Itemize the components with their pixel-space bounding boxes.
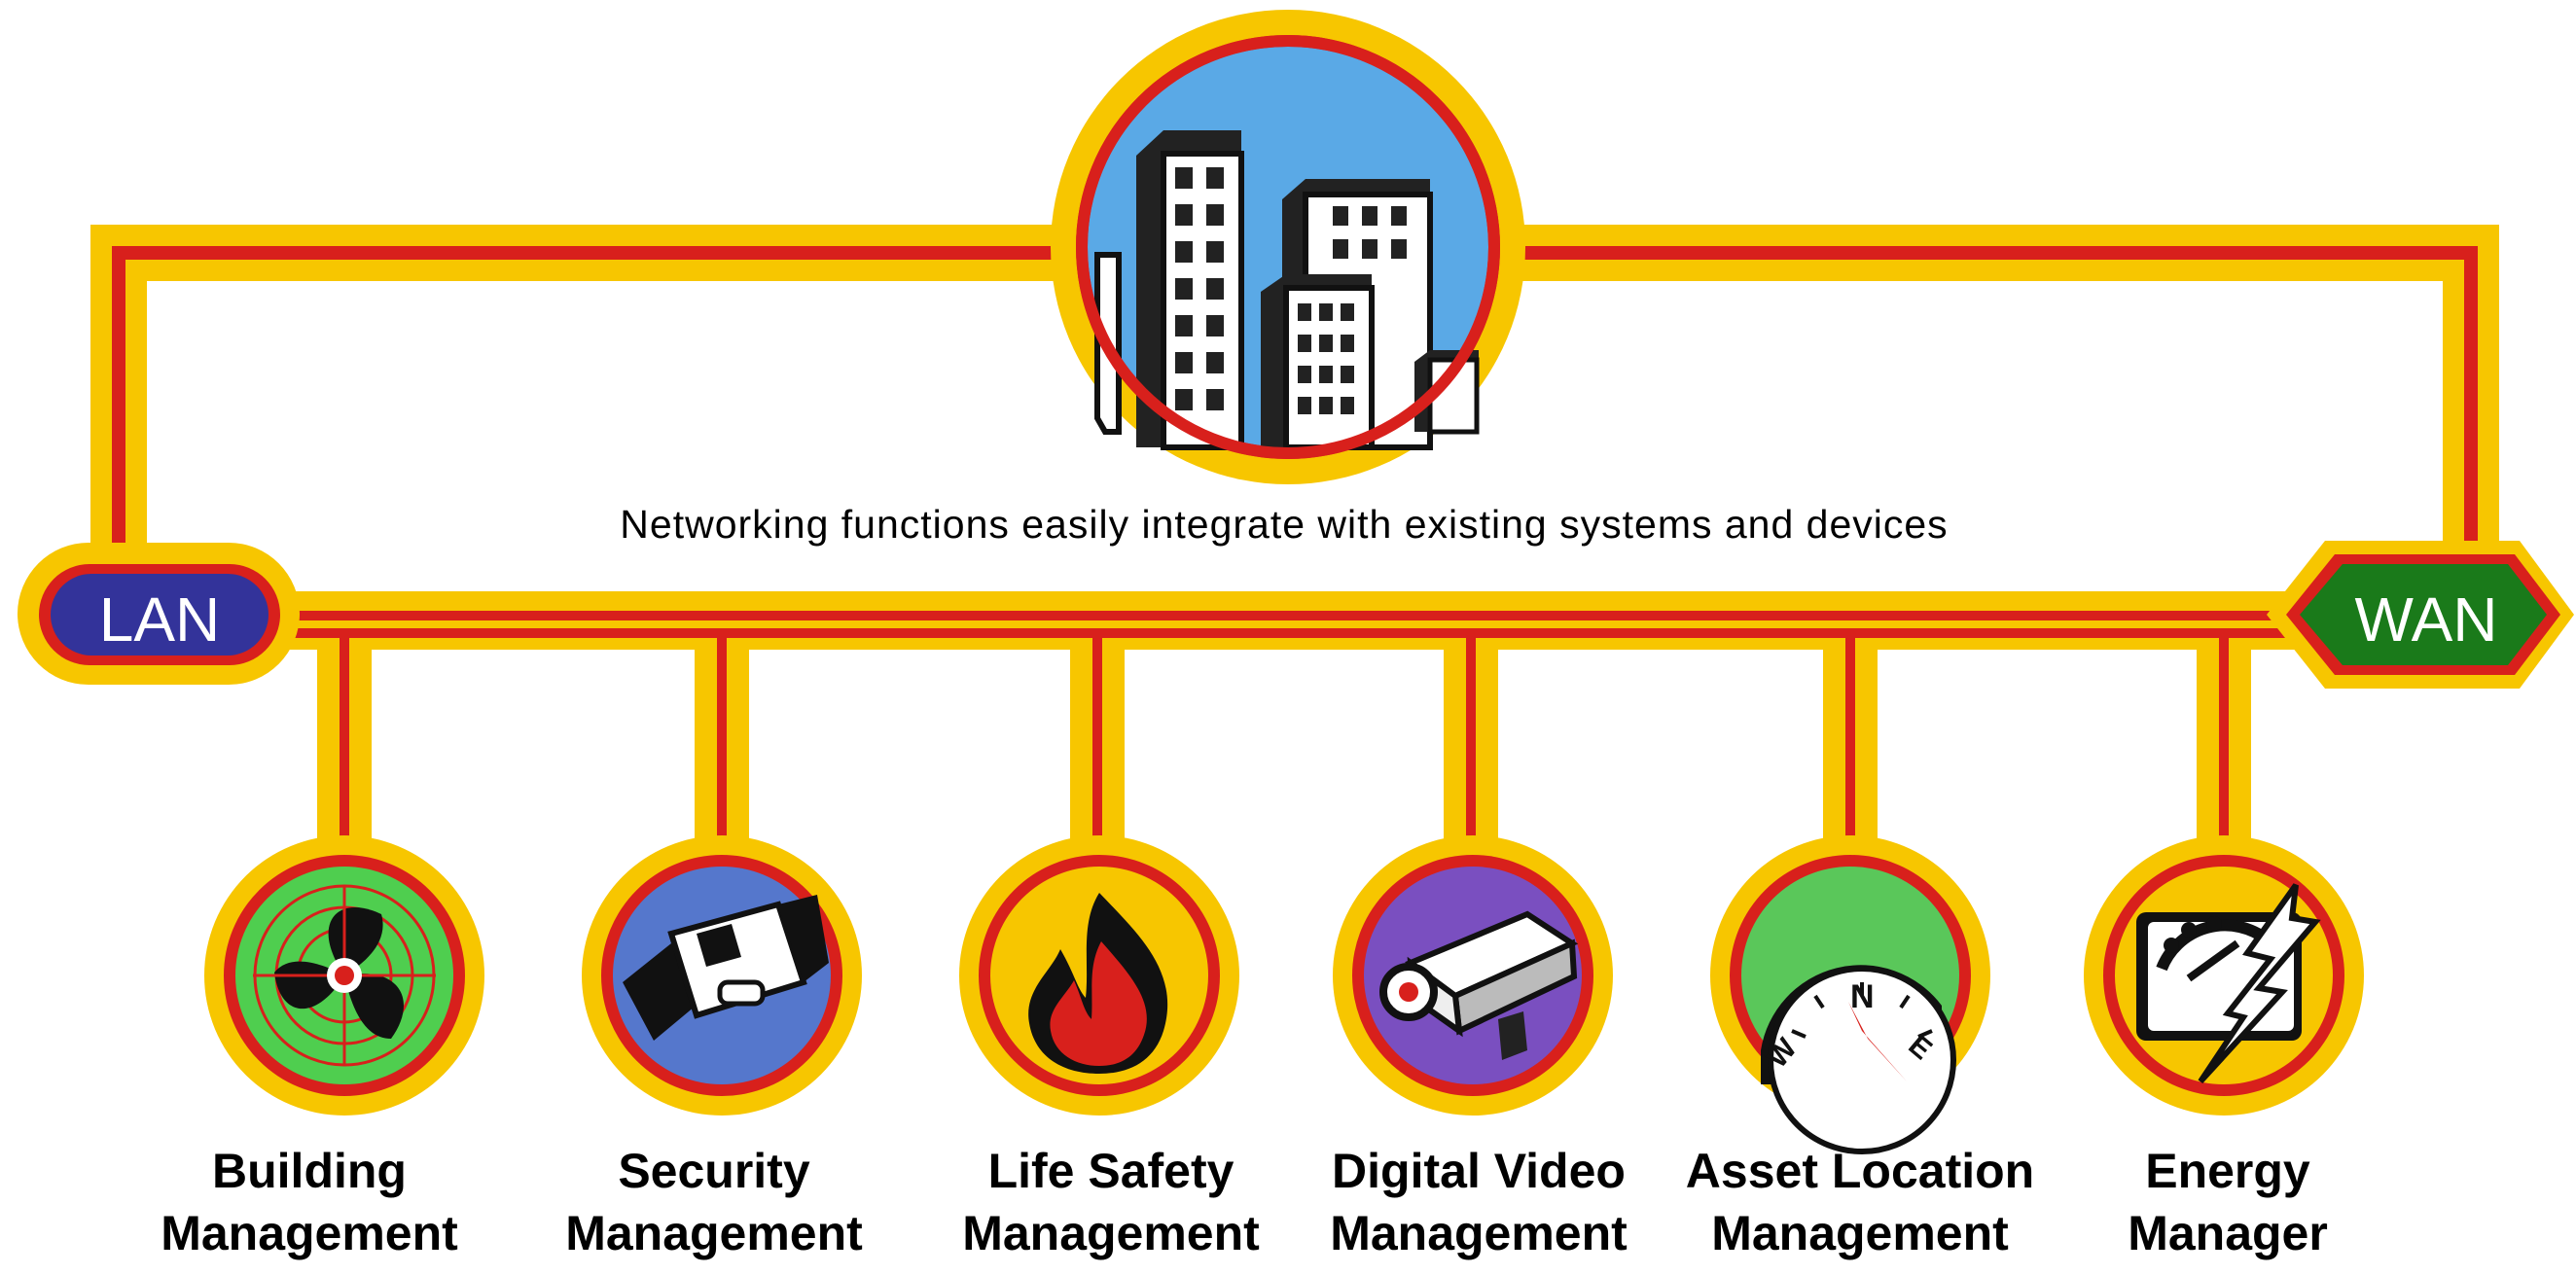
- label-line-1: Asset Location: [1685, 1144, 2035, 1198]
- wan-label: WAN: [2354, 584, 2498, 655]
- label-digital-video-management: Digital Video Management: [1274, 1140, 1683, 1264]
- network-bus: [146, 591, 2403, 885]
- svg-text:N: N: [1850, 978, 1875, 1015]
- wan-badge: [2267, 541, 2574, 689]
- label-line-1: Energy: [2145, 1144, 2310, 1198]
- lan-badge: [18, 543, 300, 685]
- node-energy-manager: [2084, 835, 2364, 1116]
- label-line-2: Management: [161, 1206, 458, 1260]
- label-security-management: Security Management: [510, 1140, 918, 1264]
- camera-icon: [1379, 910, 1579, 1060]
- label-line-1: Building: [212, 1144, 407, 1198]
- label-line-1: Life Safety: [987, 1144, 1234, 1198]
- node-asset-location-management: N E W: [1710, 835, 1990, 1154]
- node-digital-video-management: [1333, 835, 1613, 1116]
- label-line-1: Security: [618, 1144, 810, 1198]
- node-security-management: [582, 835, 862, 1116]
- label-asset-location-management: Asset Location Management: [1656, 1140, 2064, 1264]
- label-line-2: Management: [962, 1206, 1260, 1260]
- city-skyline-icon: [1094, 130, 1480, 450]
- label-line-1: Digital Video: [1332, 1144, 1626, 1198]
- energy-meter-icon: [2136, 883, 2321, 1084]
- label-life-safety-management: Life Safety Management: [907, 1140, 1315, 1264]
- label-line-2: Management: [565, 1206, 863, 1260]
- flame-icon: [1028, 893, 1168, 1074]
- label-line-2: Manager: [2128, 1206, 2328, 1260]
- lan-label: LAN: [98, 584, 221, 655]
- label-energy-manager: Energy Manager: [2023, 1140, 2432, 1264]
- fan-icon: [253, 884, 436, 1067]
- building-hub: [1051, 10, 1525, 484]
- label-building-management: Building Management: [105, 1140, 514, 1264]
- node-building-management: [204, 835, 484, 1116]
- label-line-2: Management: [1330, 1206, 1628, 1260]
- compass-icon: N E W: [1761, 965, 1956, 1154]
- node-life-safety-management: [959, 835, 1239, 1116]
- label-line-2: Management: [1711, 1206, 2009, 1260]
- access-card-icon: [623, 895, 829, 1041]
- diagram-caption: Networking functions easily integrate wi…: [620, 502, 1949, 547]
